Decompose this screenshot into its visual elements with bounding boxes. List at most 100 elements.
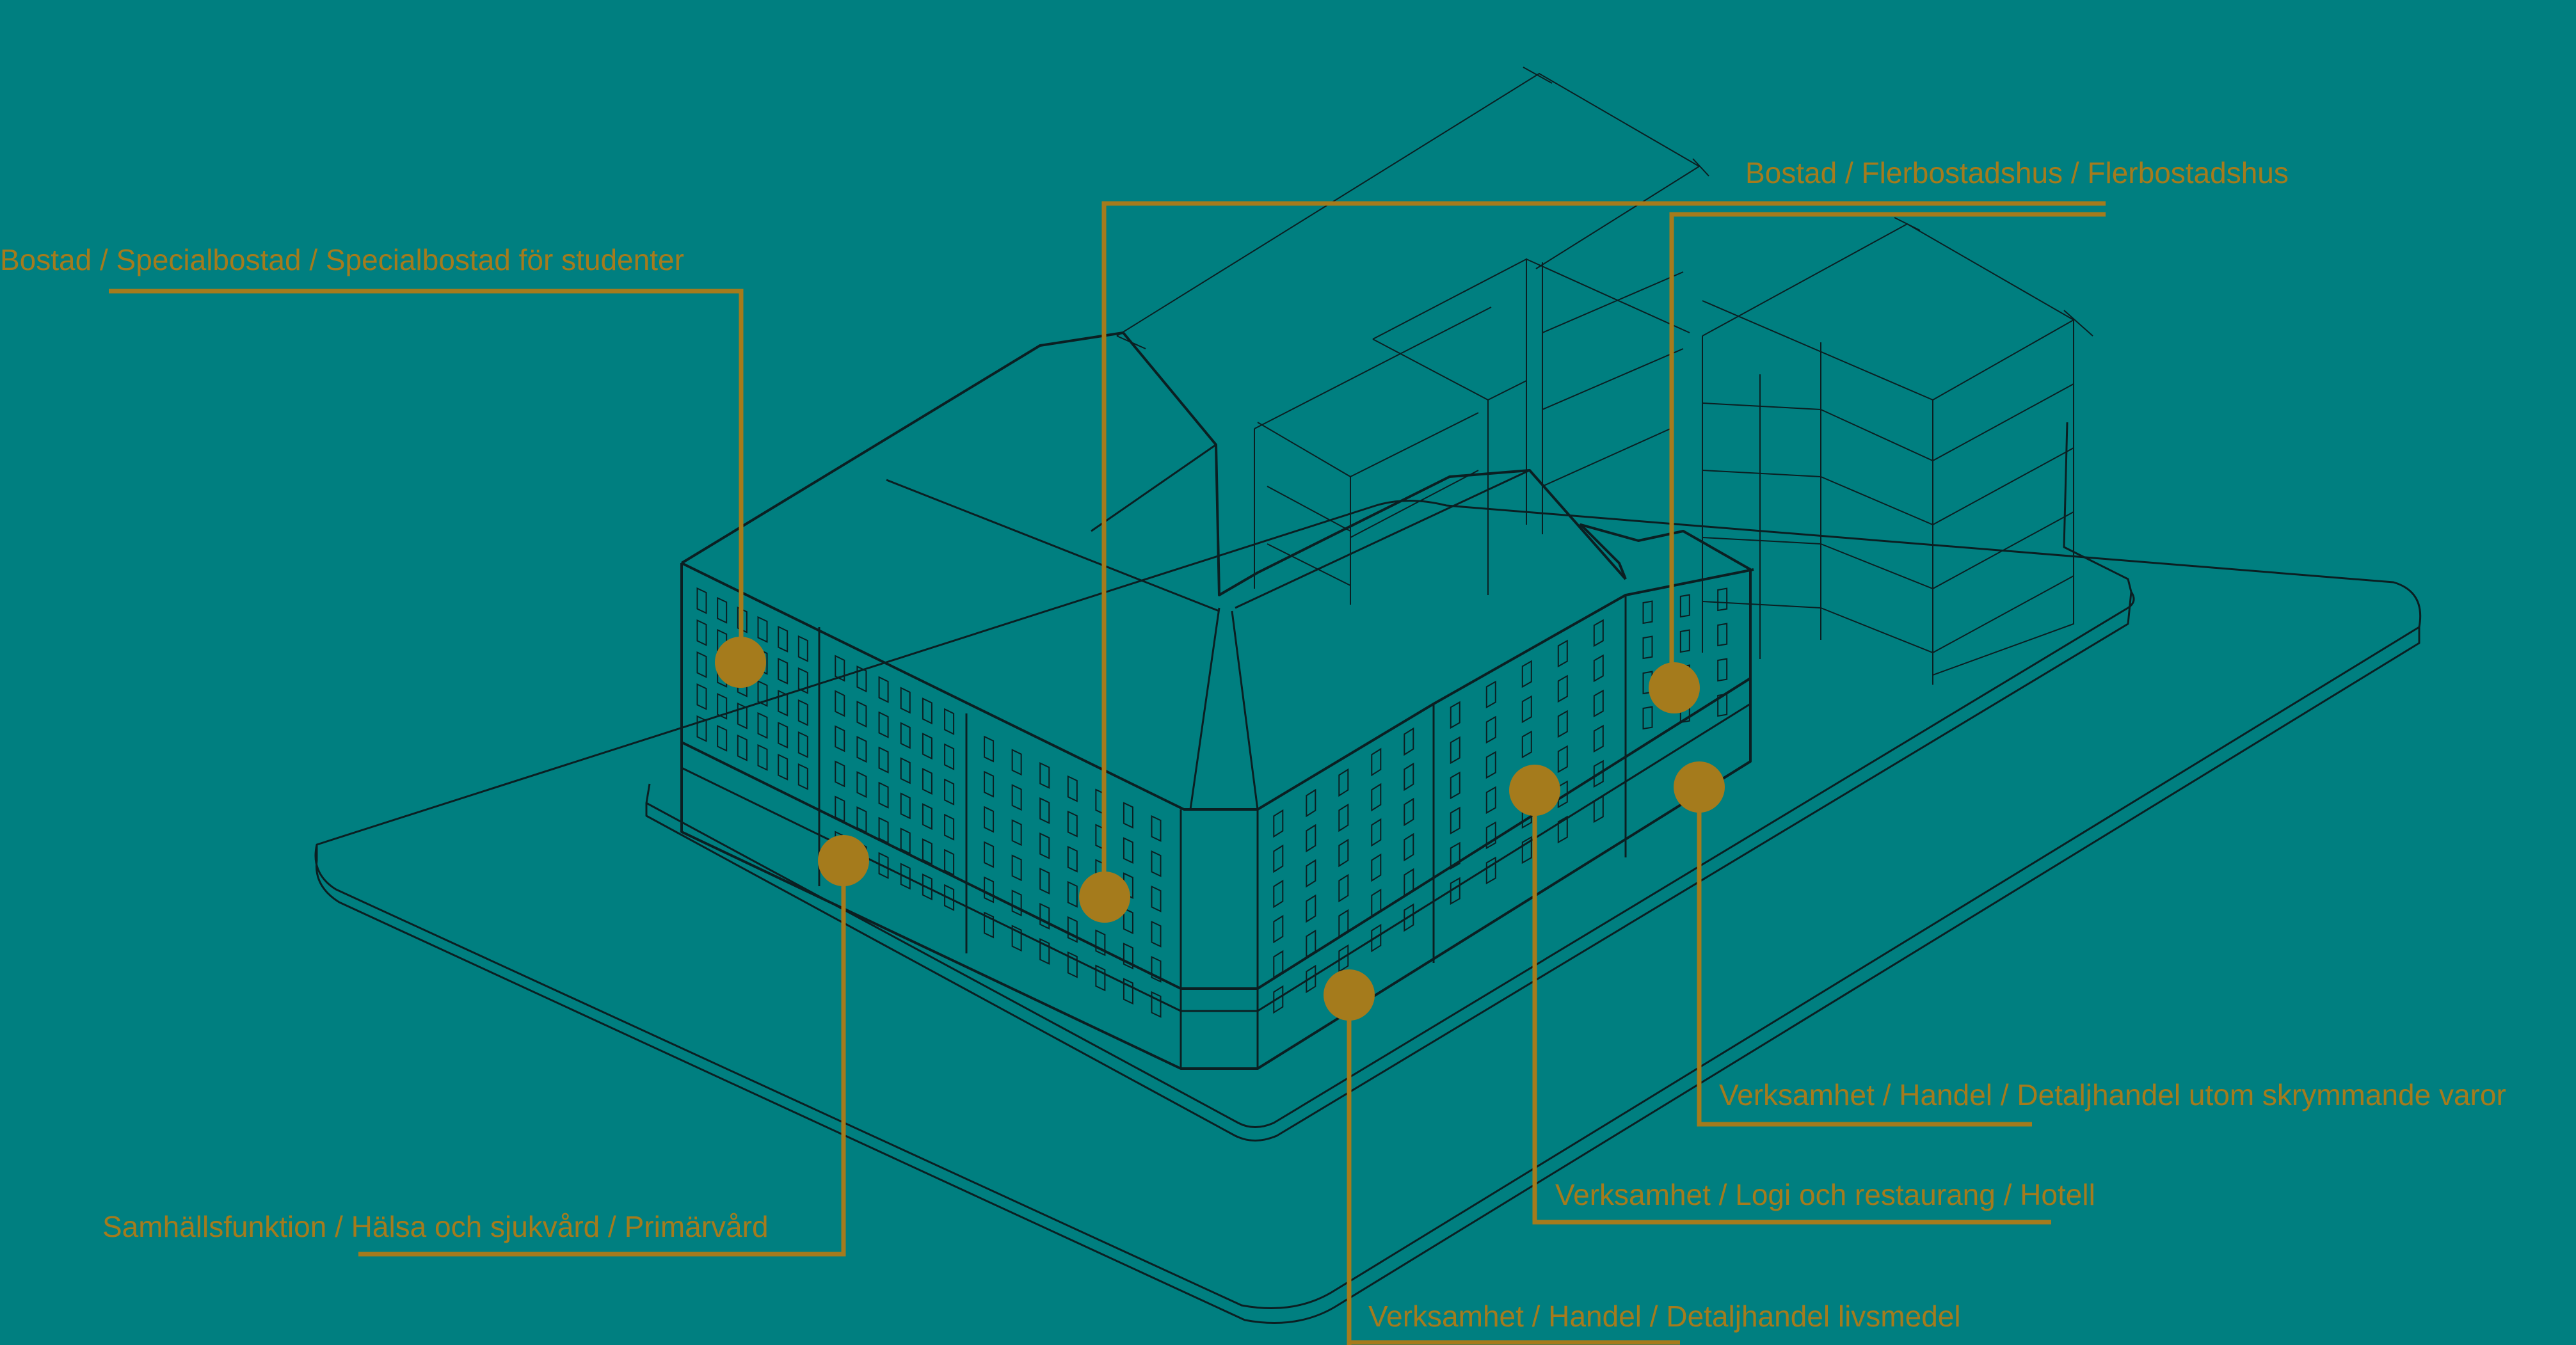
window (778, 625, 788, 653)
leader-hotell (1532, 790, 2051, 1225)
window (1557, 710, 1568, 738)
window (1485, 821, 1496, 850)
window (797, 635, 808, 662)
leader-flerbostadshus (1101, 201, 2106, 897)
window (1151, 991, 1162, 1018)
window (1039, 938, 1050, 965)
window (737, 606, 748, 633)
label-primarvard: Samhällsfunktion / Hälsa och sjukvård / … (102, 1210, 769, 1243)
label-detaljhandel-livsmedel: Verksamhet / Handel / Detaljhandel livsm… (1368, 1300, 1961, 1333)
window (1067, 810, 1078, 838)
window (1273, 879, 1284, 909)
neighbour-buildings (1116, 67, 2093, 685)
window (835, 795, 845, 823)
marker-detaljhandel-skrymmande[interactable] (1674, 761, 1725, 813)
window (1485, 715, 1496, 744)
window (778, 657, 788, 685)
window (1306, 964, 1316, 994)
window (1717, 587, 1728, 612)
window (878, 676, 889, 703)
window (835, 655, 845, 682)
window (856, 806, 867, 834)
marker-flerbostadshus-b[interactable] (1649, 662, 1700, 713)
window (1557, 815, 1568, 844)
window (1450, 701, 1460, 729)
window (1404, 727, 1414, 756)
window (1371, 747, 1382, 777)
window (1123, 907, 1133, 935)
window (1273, 844, 1284, 873)
window (1095, 964, 1106, 992)
window (778, 753, 788, 781)
window (944, 743, 955, 770)
window (1521, 660, 1532, 688)
window (1067, 951, 1078, 978)
window (1642, 706, 1653, 730)
window (1011, 819, 1022, 847)
window (1067, 916, 1078, 943)
window (717, 692, 728, 720)
window (922, 838, 932, 866)
marker-detaljhandel-livsmedel[interactable] (1324, 969, 1375, 1021)
window (1557, 674, 1568, 703)
window (900, 863, 911, 890)
window (1404, 903, 1414, 932)
window (1521, 836, 1532, 864)
marker-primarvard[interactable] (818, 835, 869, 886)
window (1338, 768, 1349, 797)
window (984, 876, 995, 903)
window (797, 699, 808, 726)
window (1151, 920, 1162, 948)
window (1273, 950, 1284, 979)
window (1011, 925, 1022, 952)
window (1717, 658, 1728, 682)
window (1067, 845, 1078, 873)
window (984, 770, 995, 798)
window (1338, 944, 1349, 973)
window (856, 771, 867, 799)
window (1679, 629, 1690, 653)
window (1450, 771, 1460, 800)
window (1123, 943, 1133, 970)
marker-flerbostadshus-a[interactable] (1079, 871, 1130, 923)
label-hotell: Verksamhet / Logi och restaurang / Hotel… (1555, 1178, 2095, 1211)
window (944, 848, 955, 876)
window (1067, 880, 1078, 908)
window (1039, 903, 1050, 930)
window (757, 712, 768, 739)
marker-hotell[interactable] (1509, 765, 1560, 816)
window (1123, 802, 1133, 829)
leader-flerbostadshus-b (1669, 212, 2106, 688)
window (944, 778, 955, 806)
window (1679, 594, 1690, 618)
window (1450, 877, 1460, 905)
window (1450, 806, 1460, 835)
window (1371, 818, 1382, 847)
window (922, 803, 932, 831)
window (757, 616, 768, 643)
window (696, 619, 707, 646)
window (984, 806, 995, 833)
window (1306, 894, 1316, 923)
window (1593, 795, 1604, 824)
window (757, 680, 768, 707)
leader-primarvard (358, 861, 846, 1257)
window (1123, 837, 1133, 864)
window (835, 725, 845, 752)
window (1306, 788, 1316, 818)
window (944, 708, 955, 735)
marker-studentbostad[interactable] (715, 637, 766, 688)
window (696, 715, 707, 742)
window (1593, 619, 1604, 648)
window (1151, 955, 1162, 983)
window (1485, 680, 1496, 709)
window (878, 852, 889, 879)
window (1717, 693, 1728, 717)
window (1371, 923, 1382, 953)
window (835, 690, 845, 717)
window (1404, 762, 1414, 792)
window (984, 735, 995, 763)
window (1404, 832, 1414, 862)
label-flerbostadshus: Bostad / Flerbostadshus / Flerbostadshus (1745, 156, 2289, 189)
window (984, 911, 995, 939)
